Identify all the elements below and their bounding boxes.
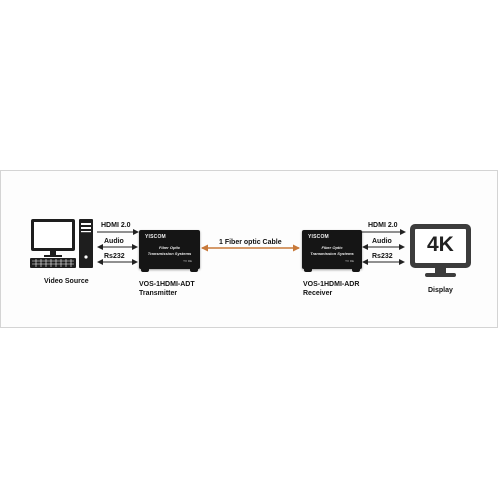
- receiver-model: VOS-1HDMI-ADR: [303, 281, 360, 288]
- receiver-indicator: TX RE: [345, 259, 354, 263]
- monitor-icon: [410, 224, 471, 277]
- transmitter-foot-right: [190, 268, 198, 272]
- transmitter-indicator: TX RE: [183, 259, 192, 263]
- audio-label-right: Audio: [372, 238, 392, 245]
- receiver-line1: Fiber Optic: [321, 245, 343, 250]
- audio-label-left: Audio: [104, 238, 124, 245]
- fiber-cable-label: 1 Fiber optic Cable: [219, 239, 282, 246]
- receiver-brand: YISCOM: [308, 234, 329, 240]
- hdmi-label-right: HDMI 2.0: [368, 222, 398, 229]
- transmitter-role: Transmitter: [139, 290, 178, 297]
- transmitter-model: VOS-1HDMI-ADT: [139, 281, 195, 288]
- transmitter-line2: Transmission Systems: [147, 251, 192, 256]
- transmitter-line1: Fiber Optic: [158, 245, 181, 250]
- display-label: Display: [428, 287, 453, 294]
- rs232-label-right: Rs232: [372, 253, 393, 260]
- receiver-role: Receiver: [303, 290, 333, 297]
- receiver-foot-right: [352, 268, 360, 272]
- rs232-label-left: Rs232: [104, 253, 125, 260]
- transmitter-foot-left: [141, 268, 149, 272]
- receiver-device: YISCOM Fiber Optic Transmission Systems …: [302, 230, 362, 272]
- transmitter-brand: YISCOM: [145, 234, 166, 240]
- hdmi-label-left: HDMI 2.0: [101, 222, 131, 229]
- transmitter-device: YISCOM Fiber Optic Transmission Systems …: [139, 230, 200, 272]
- 4k-badge: 4K: [427, 233, 454, 256]
- video-source-label: Video Source: [44, 278, 89, 285]
- computer-icon: [30, 219, 93, 268]
- receiver-line2: Transmission Systems: [310, 251, 354, 256]
- receiver-foot-left: [304, 268, 312, 272]
